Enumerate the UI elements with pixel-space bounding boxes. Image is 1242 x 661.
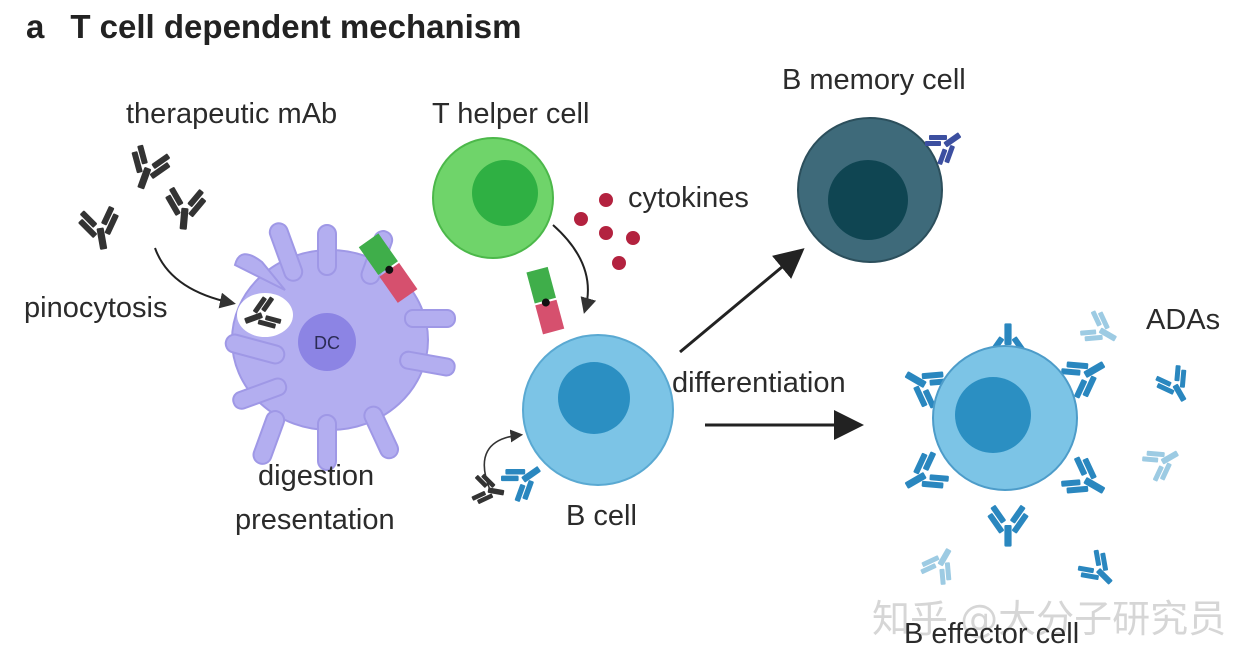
dendritic-cell <box>224 222 456 471</box>
b-cell-nucleus <box>558 362 630 434</box>
cytokines-label: cytokines <box>628 182 749 214</box>
arrow-to-memory <box>679 248 805 354</box>
therapeutic-mab-label: therapeutic mAb <box>126 98 338 130</box>
therapeutic-antibody <box>73 140 211 254</box>
mhc-tcr-complex-dc <box>358 233 418 303</box>
b-effector-cell-label: B effector cell <box>904 618 1080 650</box>
t-helper-nucleus <box>472 160 538 226</box>
mhc-tcr-complex-b <box>526 266 565 335</box>
presentation-label: presentation <box>235 504 395 536</box>
cytokines-dots <box>574 193 640 270</box>
differentiation-label: differentiation <box>672 367 846 399</box>
panel-letter: a <box>26 8 45 45</box>
b-cell-label: B cell <box>566 500 637 532</box>
digestion-label: digestion <box>258 460 375 492</box>
dc-nucleus <box>298 313 356 371</box>
t-helper-cell <box>432 137 554 259</box>
dc-label: DC <box>314 333 340 353</box>
t-helper-cell-label: T helper cell <box>432 98 590 130</box>
watermark: 知乎 @大分子研究员 <box>872 597 1227 641</box>
b-memory-nucleus <box>828 160 908 240</box>
b-cell <box>522 334 674 486</box>
title-text: T cell dependent mechanism <box>70 8 522 45</box>
b-effector-cell <box>894 323 1116 547</box>
b-memory-cell-label: B memory cell <box>782 64 966 96</box>
pinocytosis-arrow <box>154 247 236 309</box>
figure-title: a T cell dependent mechanism <box>26 8 521 46</box>
pinocytosis-label: pinocytosis <box>24 292 168 324</box>
b-memory-cell <box>797 117 972 263</box>
b-effector-nucleus <box>955 377 1031 453</box>
adas-label: ADAs <box>1146 304 1221 336</box>
t-to-b-arrow <box>552 224 597 314</box>
